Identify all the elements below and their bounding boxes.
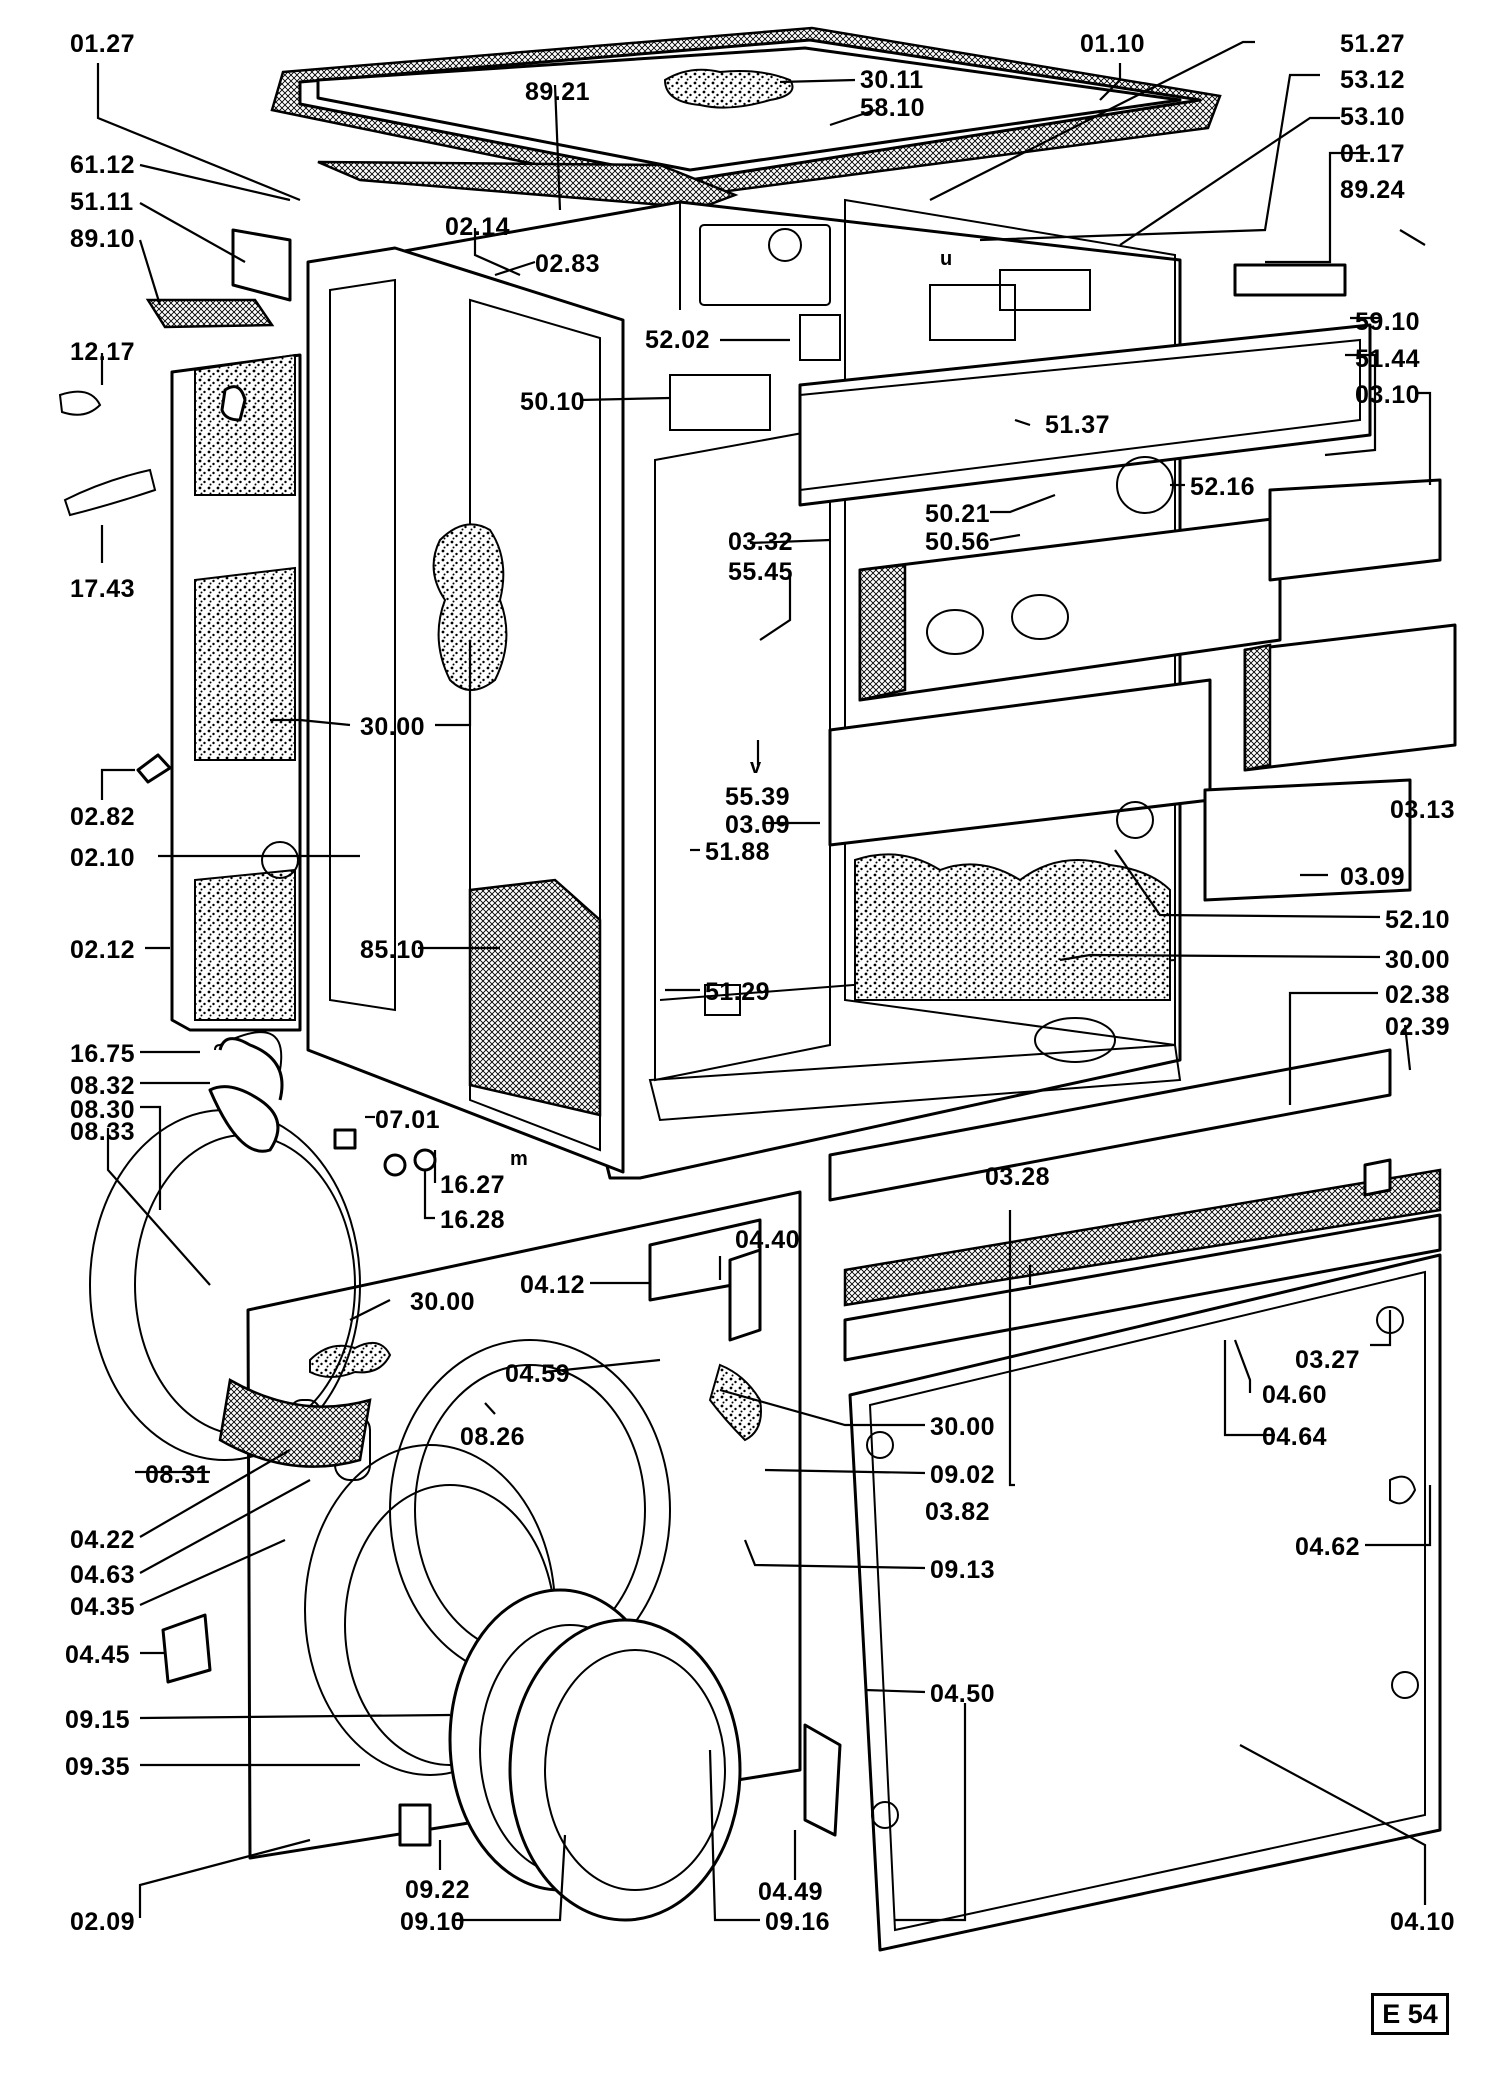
part-label: 04.63: [70, 1561, 135, 1589]
part-label: 50.10: [520, 388, 585, 416]
part-label: 30.00: [360, 713, 425, 741]
kick-strips: [828, 1048, 1442, 1362]
part-label: 16.75: [70, 1040, 135, 1068]
part-label: 03.32: [728, 528, 793, 556]
part-label: 02.38: [1385, 981, 1450, 1009]
part-label: 08.31: [145, 1461, 210, 1489]
part-label: 04.45: [65, 1641, 130, 1669]
part-label: 16.27: [440, 1171, 505, 1199]
part-label: 12.17: [70, 338, 135, 366]
part-label: 03.10: [1355, 381, 1420, 409]
letter-m: m: [510, 1148, 528, 1170]
door-panel: [848, 1253, 1442, 1952]
part-label: 09.10: [400, 1908, 465, 1936]
part-label: 51.37: [1045, 411, 1110, 439]
part-label: 02.39: [1385, 1013, 1450, 1041]
part-label: 04.49: [758, 1878, 823, 1906]
part-label: 04.10: [1390, 1908, 1455, 1936]
part-label: 85.10: [360, 936, 425, 964]
part-label: 51.27: [1340, 30, 1405, 58]
part-label: 02.14: [445, 213, 510, 241]
part-label: 55.45: [728, 558, 793, 586]
part-label: 59.10: [1355, 308, 1420, 336]
part-label: 01.10: [1080, 30, 1145, 58]
part-label: 02.83: [535, 250, 600, 278]
part-label: 02.09: [70, 1908, 135, 1936]
part-label: 08.32: [70, 1072, 135, 1100]
side-panel: [306, 246, 625, 1174]
part-label: 09.02: [930, 1461, 995, 1489]
part-label: 52.10: [1385, 906, 1450, 934]
part-label: 89.21: [525, 78, 590, 106]
inner-area: [704, 853, 1171, 1016]
part-label: 04.40: [735, 1226, 800, 1254]
part-label: 52.16: [1190, 473, 1255, 501]
part-label: 04.35: [70, 1593, 135, 1621]
part-label: 04.64: [1262, 1423, 1327, 1451]
part-label: 03.09: [1340, 863, 1405, 891]
part-label: 03.82: [925, 1498, 990, 1526]
part-label: 01.27: [70, 30, 135, 58]
part-label: 07.01: [375, 1106, 440, 1134]
part-label: 16.28: [440, 1206, 505, 1234]
part-label: 55.39: [725, 783, 790, 811]
part-label: 04.50: [930, 1680, 995, 1708]
part-label: 51.88: [705, 838, 770, 866]
part-label: 09.15: [65, 1706, 130, 1734]
part-label: 09.13: [930, 1556, 995, 1584]
part-label: 04.59: [505, 1360, 570, 1388]
part-label: 30.00: [930, 1413, 995, 1441]
part-label: 53.12: [1340, 66, 1405, 94]
part-label: 09.16: [765, 1908, 830, 1936]
leader-lines: [96, 40, 1432, 1922]
part-label: 09.35: [65, 1753, 130, 1781]
part-label: 30.00: [1385, 946, 1450, 974]
part-label: 61.12: [70, 151, 135, 179]
part-label: 02.10: [70, 844, 135, 872]
part-label: 58.10: [860, 94, 925, 122]
part-label: 01.17: [1340, 140, 1405, 168]
part-label: 50.21: [925, 500, 990, 528]
part-labels: 01.27 01.10 51.27 53.12 53.10 01.17 89.2…: [65, 30, 1455, 1936]
part-label: 51.29: [705, 978, 770, 1006]
part-label: 52.02: [645, 326, 710, 354]
part-label: 08.30: [70, 1096, 135, 1124]
drum-rings: [89, 1109, 742, 1922]
part-label: 08.26: [460, 1423, 525, 1451]
part-label: 30.00: [410, 1288, 475, 1316]
small-parts: [58, 228, 1417, 1847]
part-label: 30.11: [860, 66, 924, 94]
part-label: 09.22: [405, 1876, 470, 1904]
letter-v: v: [750, 756, 762, 778]
part-label: 02.82: [70, 803, 135, 831]
part-label: 08.33: [70, 1118, 135, 1146]
part-label: 89.24: [1340, 176, 1405, 204]
part-label: 51.11: [70, 188, 134, 216]
part-label: 04.62: [1295, 1533, 1360, 1561]
page-code-badge: E 54: [1371, 1993, 1449, 2035]
part-label: 04.60: [1262, 1381, 1327, 1409]
part-label: 03.28: [985, 1163, 1050, 1191]
top-lid: [270, 26, 1222, 210]
part-label: 04.22: [70, 1526, 135, 1554]
part-label: 03.27: [1295, 1346, 1360, 1374]
control-panel: [798, 323, 1457, 902]
part-label: 17.43: [70, 575, 135, 603]
part-label: 50.56: [925, 528, 990, 556]
back-panel: [170, 353, 302, 1032]
part-label: 03.13: [1390, 796, 1455, 824]
part-label: 04.12: [520, 1271, 585, 1299]
part-label: 03.09: [725, 811, 790, 839]
part-label: 02.12: [70, 936, 135, 964]
part-label: 53.10: [1340, 103, 1405, 131]
part-label: 51.44: [1355, 345, 1420, 373]
letter-u: u: [940, 248, 952, 270]
part-label: 89.10: [70, 225, 135, 253]
